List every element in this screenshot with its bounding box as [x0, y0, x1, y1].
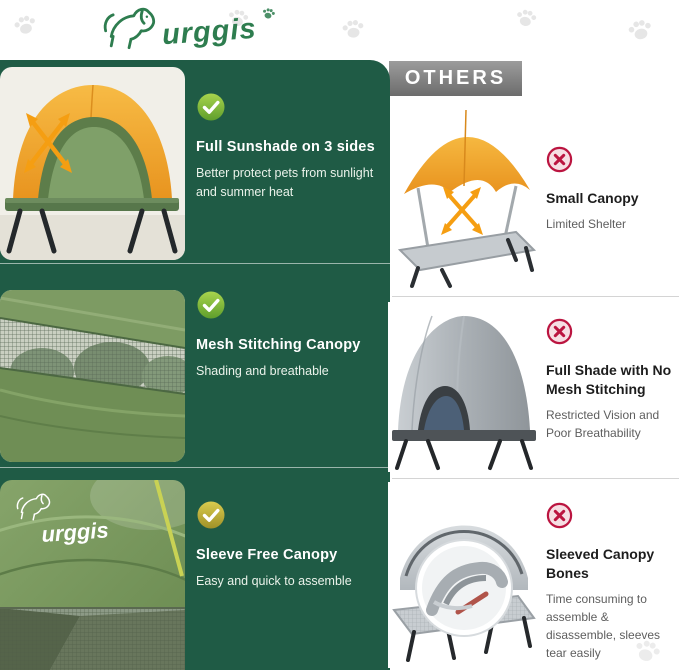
check-icon — [197, 291, 225, 319]
feature-heading: Sleeve Free Canopy — [196, 547, 338, 563]
feature-body: Better protect pets from sunlight and su… — [196, 165, 374, 199]
paw-print-icon — [628, 20, 651, 40]
feature-body: Shading and breathable — [196, 363, 329, 378]
divider — [392, 478, 679, 479]
feature-no-mesh: Full Shade with No Mesh Stitching Restri… — [546, 318, 678, 442]
paw-print-icon — [636, 640, 660, 661]
brand-logo: urggis — [100, 2, 276, 54]
feature-heading: Full Sunshade on 3 sides — [196, 139, 375, 155]
feature-heading: Mesh Stitching Canopy — [196, 337, 361, 353]
others-banner-label: OTHERS — [404, 67, 507, 89]
brand-logo-text: urggis — [160, 12, 258, 52]
paw-print-icon — [262, 8, 275, 19]
photo-sleeve-free-canopy: urggis — [0, 480, 185, 670]
cross-icon — [546, 318, 573, 345]
feature-heading: Sleeved Canopy Bones — [546, 546, 655, 581]
feature-small-canopy: Small Canopy Limited Shelter — [546, 146, 676, 233]
cross-icon — [546, 146, 573, 173]
feature-heading: Full Shade with No Mesh Stitching — [546, 362, 672, 397]
check-icon — [197, 93, 225, 121]
cross-icon — [546, 502, 573, 529]
feature-body: Time consuming to assemble & disassemble… — [546, 591, 661, 660]
others-banner: OTHERS — [389, 61, 522, 96]
divider — [392, 296, 679, 297]
photo-full-shade-no-mesh — [388, 302, 540, 472]
photo-mesh-stitching — [0, 290, 185, 462]
divider — [0, 467, 390, 468]
feature-full-sunshade: Full Sunshade on 3 sides Better protect … — [196, 92, 380, 201]
feature-body: Limited Shelter — [546, 216, 627, 231]
paw-print-icon — [14, 15, 35, 34]
feature-sleeve-free: Sleeve Free Canopy Easy and quick to ass… — [196, 500, 380, 591]
dog-logo-icon — [103, 7, 156, 50]
photo-urggis-sunshade — [0, 67, 185, 260]
feature-body: Restricted Vision and Poor Breathability — [546, 407, 660, 440]
paw-print-icon — [342, 20, 364, 38]
feature-sleeved-bones: Sleeved Canopy Bones Time consuming to a… — [546, 502, 678, 662]
feature-mesh-stitching: Mesh Stitching Canopy Shading and breath… — [196, 290, 380, 381]
paw-print-icon — [517, 9, 537, 26]
feature-heading: Small Canopy — [546, 190, 639, 206]
photo-logo-text: urggis — [41, 517, 110, 547]
feature-body: Easy and quick to assemble — [196, 573, 352, 588]
check-icon — [197, 501, 225, 529]
photo-small-canopy — [390, 98, 542, 290]
divider — [0, 263, 390, 264]
paw-print-icon — [229, 9, 249, 26]
photo-sleeved-canopy-bones — [388, 482, 540, 668]
